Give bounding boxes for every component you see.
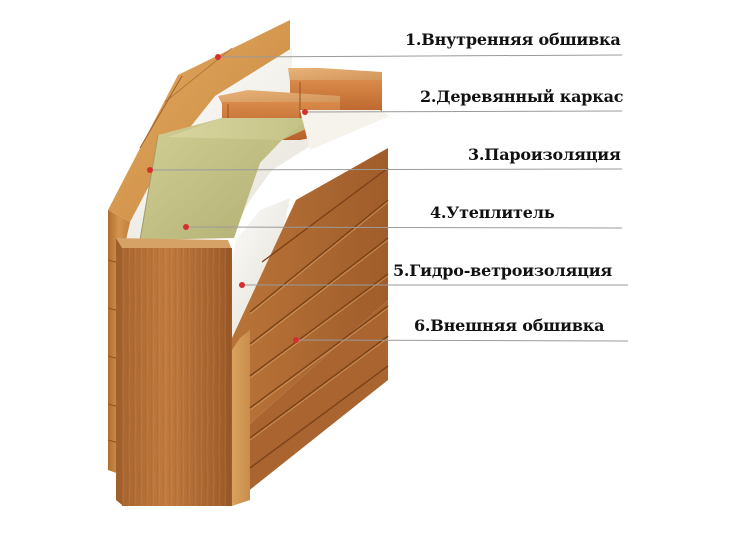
wind-barrier-layer [218,110,390,350]
leader-line-vapor-barrier [149,168,623,171]
leader-line-inner-sheathing [217,54,623,58]
pointer-dot-vapor-barrier [147,167,153,173]
leader-line-insulation [185,226,623,229]
pointer-dot-outer-sheathing [293,337,299,343]
front-plank [116,238,232,506]
label-vapor-barrier: 3.Пароизоляция [468,145,621,164]
leader-lines [147,54,629,343]
label-wind-barrier: 5.Гидро-ветроизоляция [393,261,613,280]
pointer-dot-wind-barrier [239,282,245,288]
pointer-dot-wooden-frame [302,109,308,115]
label-inner-sheathing: 1.Внутренняя обшивка [405,30,621,49]
pointer-dot-inner-sheathing [215,54,221,60]
label-outer-sheathing: 6.Внешняя обшивка [414,316,605,335]
label-insulation: 4.Утеплитель [430,203,555,222]
leader-line-outer-sheathing [295,339,629,342]
label-wooden-frame: 2.Деревянный каркас [420,87,624,106]
outer-siding-layer [232,148,389,506]
leader-line-wooden-frame [304,110,623,113]
insulation-layer [139,118,308,241]
pointer-dot-insulation [183,224,189,230]
siding-board-lines [249,167,389,469]
